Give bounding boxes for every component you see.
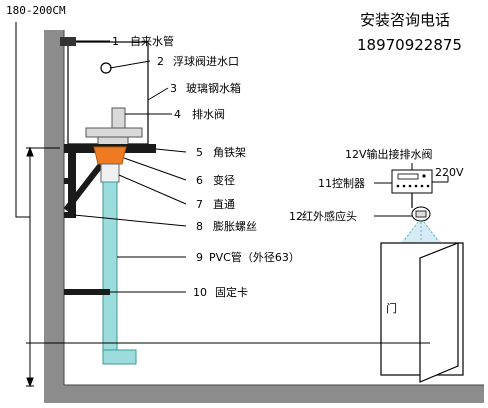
part-3-number: 3 <box>170 82 177 95</box>
valve-output-label: 12V输出接排水阀 <box>345 147 433 161</box>
floor <box>44 385 484 403</box>
wall <box>44 30 484 403</box>
voltage-label: 220V <box>435 166 464 179</box>
door <box>380 242 464 383</box>
part-9-name: PVC管（外径63） <box>209 250 300 264</box>
part-1-number: 1 <box>112 35 119 48</box>
part-10-name: 固定卡 <box>215 285 248 299</box>
part-3-name: 玻璃钢水箱 <box>186 81 241 95</box>
part-2-name: 浮球阀进水口 <box>173 54 239 68</box>
part-4-name: 排水阀 <box>192 107 225 121</box>
float-valve-inlet <box>100 62 112 74</box>
straight-coupling <box>100 163 120 183</box>
fixing-clamp <box>64 289 110 295</box>
part-12-name: 红外感应头 <box>302 209 357 223</box>
door-label: 门 <box>386 301 397 315</box>
part-6-number: 6 <box>196 174 203 187</box>
part-2-number: 2 <box>157 55 164 68</box>
part-1-name: 自来水管 <box>130 34 174 48</box>
expansion-bolts <box>64 178 74 218</box>
wall-face <box>44 30 64 392</box>
dimension-label: 180-200CM <box>6 4 66 17</box>
part-7-name: 直通 <box>213 197 235 211</box>
part-12-number: 12 <box>289 210 303 223</box>
part-9-number: 9 <box>196 251 203 264</box>
leader-lines <box>73 40 449 293</box>
contact-title: 安装咨询电话 <box>360 11 450 29</box>
part-4-number: 4 <box>174 108 181 121</box>
part-8-number: 8 <box>196 220 203 233</box>
part-11-number: 11 <box>318 177 332 190</box>
part-5-name: 角铁架 <box>213 146 246 159</box>
part-5-number: 5 <box>196 146 203 159</box>
contact-phone: 18970922875 <box>357 36 462 54</box>
water-tank <box>67 41 149 145</box>
pvc-pipe <box>102 181 137 365</box>
controller-box <box>391 169 433 194</box>
part-7-number: 7 <box>196 198 203 211</box>
part-8-name: 膨胀螺丝 <box>213 219 257 233</box>
drain-valve <box>85 107 143 148</box>
part-10-number: 10 <box>193 286 207 299</box>
dimension-lines <box>15 22 430 388</box>
part-6-name: 变径 <box>213 173 235 187</box>
infrared-sensor <box>400 193 442 243</box>
tap-water-pipe <box>60 37 76 46</box>
reducer-fitting <box>93 146 127 165</box>
part-11-name: 控制器 <box>332 176 365 190</box>
